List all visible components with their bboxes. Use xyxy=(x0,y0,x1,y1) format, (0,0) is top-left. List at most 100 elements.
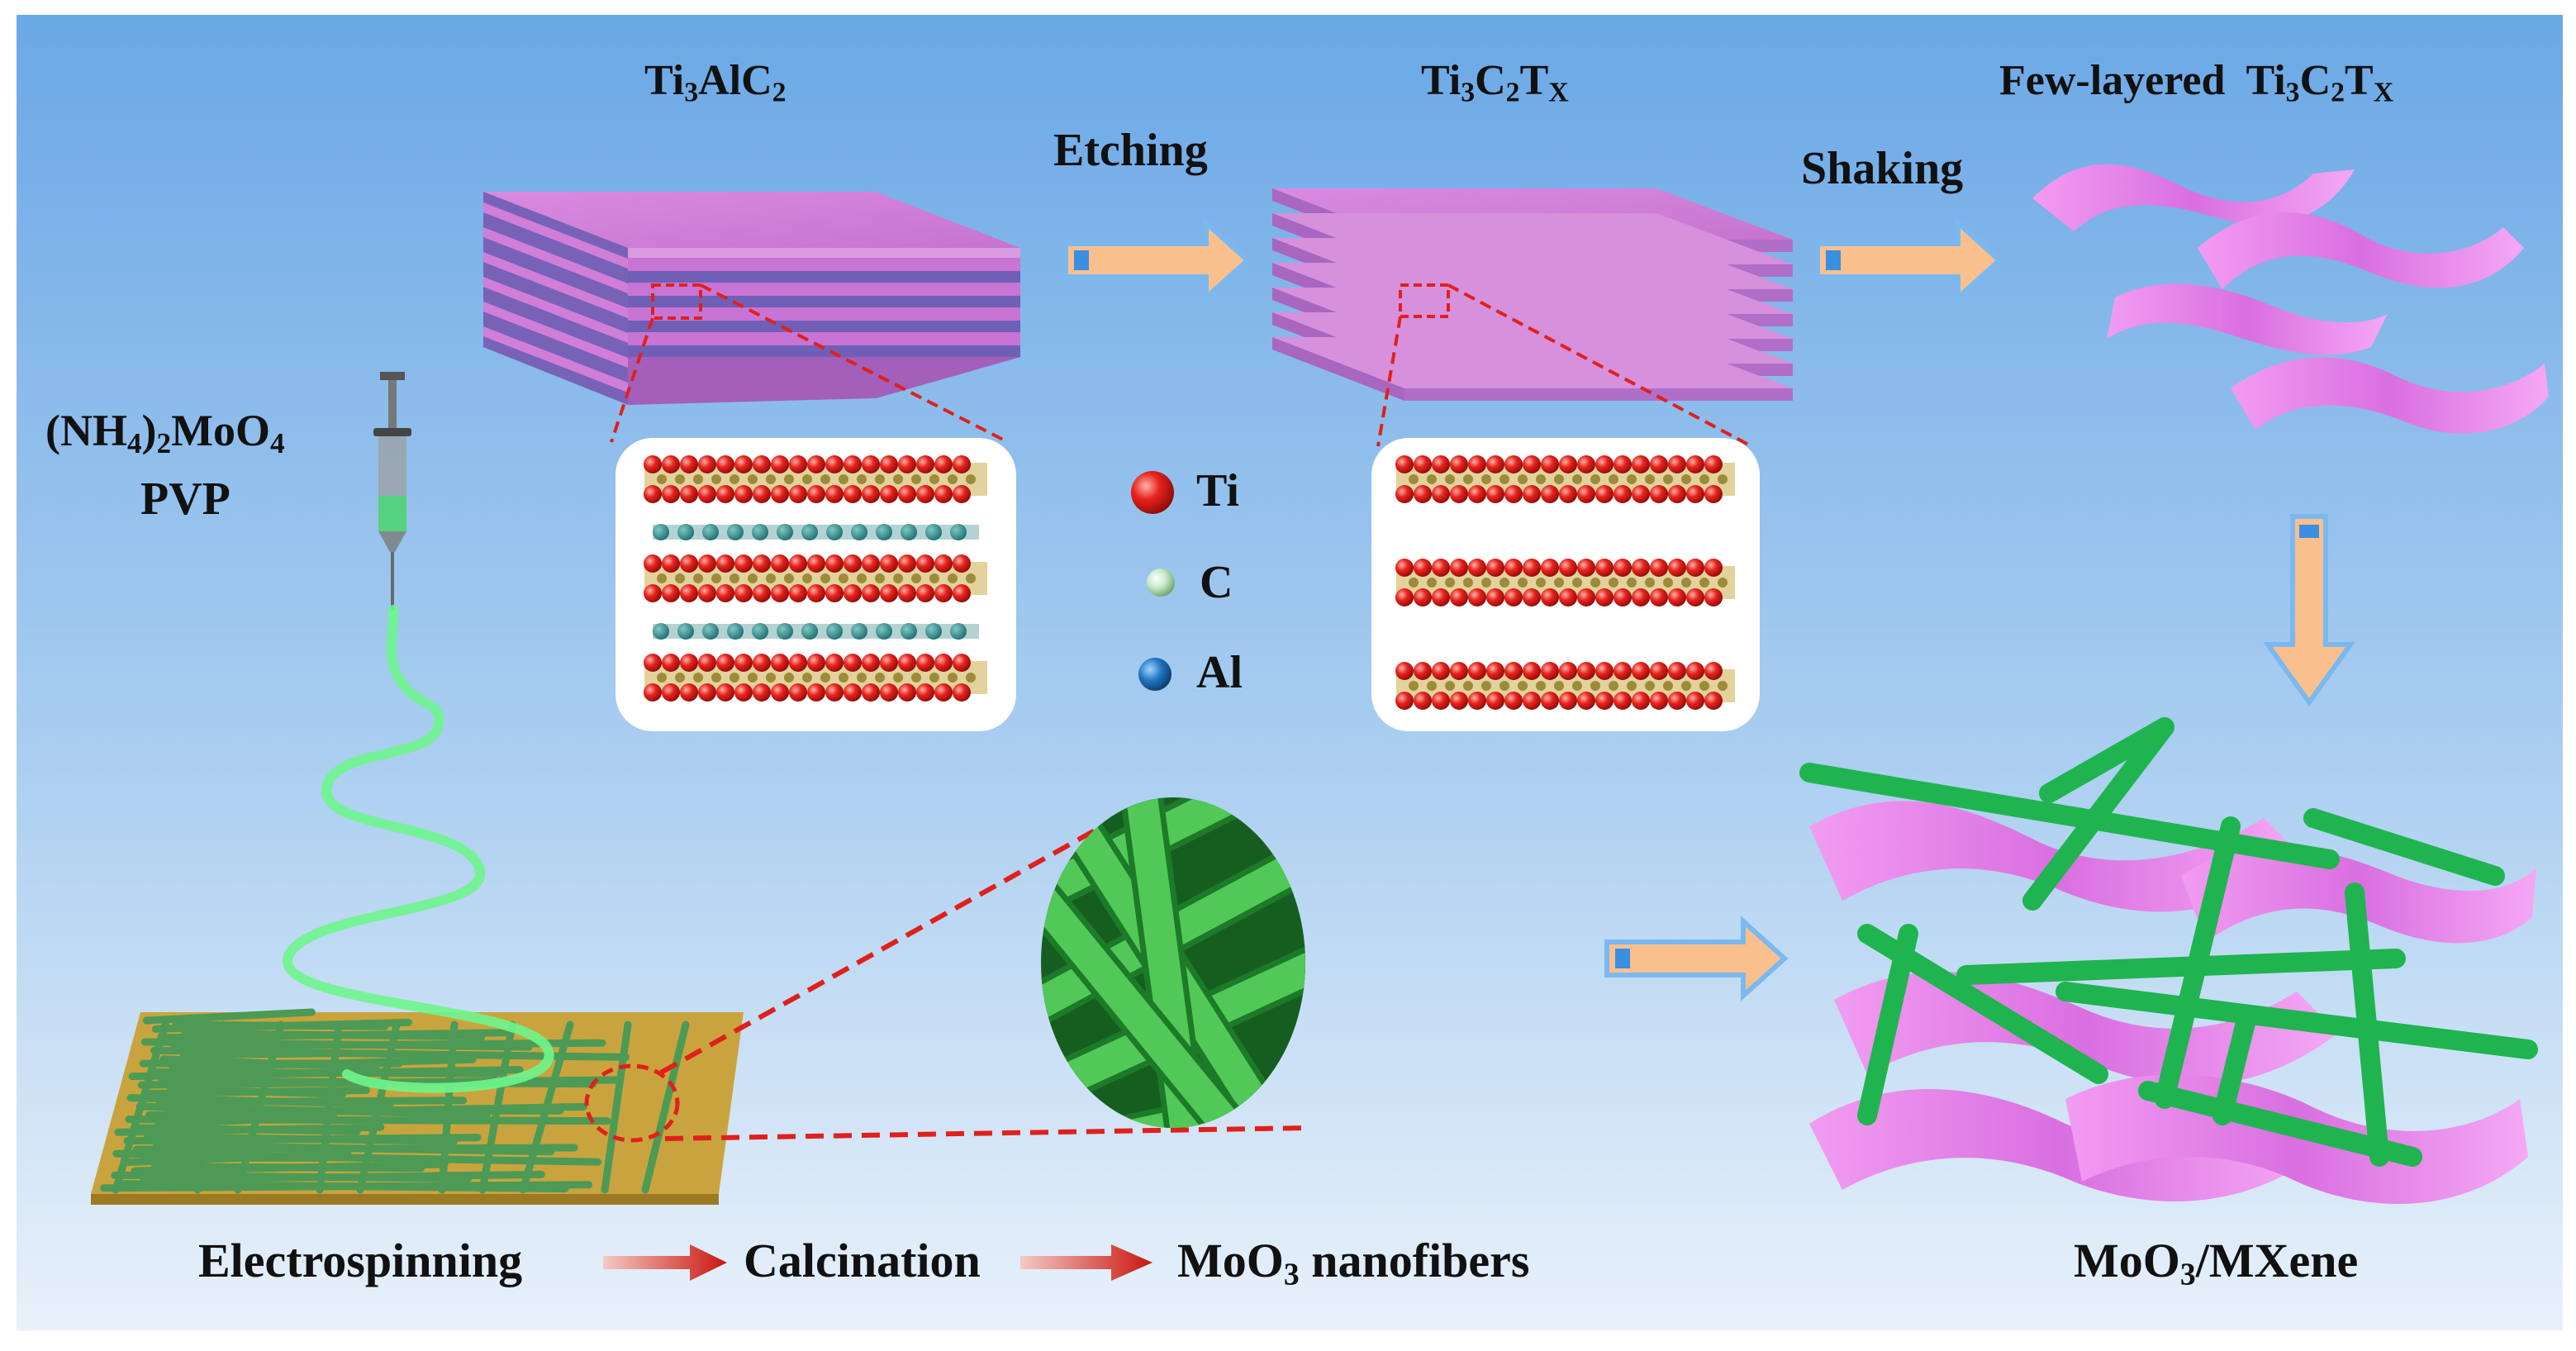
ti-atom xyxy=(844,654,862,672)
ti-atom xyxy=(916,485,934,503)
ti-atom xyxy=(1541,588,1559,607)
ti-atom xyxy=(771,554,789,573)
fiber xyxy=(114,1123,385,1136)
al-atom xyxy=(826,524,843,540)
shaking-label: Shaking xyxy=(1801,143,1964,194)
ti-atom xyxy=(953,554,971,573)
ti-atom xyxy=(1395,588,1414,607)
c-atom xyxy=(1463,578,1473,587)
ti-atom xyxy=(844,455,862,473)
ti-atom xyxy=(1541,559,1559,577)
ti-atom xyxy=(716,554,734,573)
ti-atom xyxy=(662,554,680,573)
c-atom xyxy=(675,474,685,484)
ti-atom xyxy=(1559,559,1577,577)
ti-atom xyxy=(1395,485,1414,503)
ti-atom xyxy=(1650,662,1668,680)
ti-atom xyxy=(789,584,807,602)
ti-atom xyxy=(898,654,916,672)
fiber xyxy=(128,1066,524,1081)
c-atom xyxy=(857,474,867,484)
ti-atom xyxy=(1595,692,1614,710)
c-atom xyxy=(1518,681,1528,691)
ti-atom xyxy=(1632,588,1650,607)
c-atom xyxy=(1572,681,1582,691)
c-atom xyxy=(730,474,739,484)
c-atom xyxy=(1699,681,1709,691)
ti-atom xyxy=(1486,455,1504,473)
ti-atom xyxy=(1450,485,1468,503)
ti-atom xyxy=(807,485,825,503)
al-atom xyxy=(851,524,867,540)
al-atom xyxy=(653,623,669,640)
ti-atom xyxy=(1614,692,1632,710)
ti-atom xyxy=(1541,455,1559,473)
ti-atom xyxy=(934,584,953,602)
ti-atom xyxy=(1468,455,1486,473)
ti3c2tx-label: Ti3C2TX xyxy=(1421,57,1569,108)
c-atom xyxy=(1463,474,1473,484)
al-atom xyxy=(702,623,719,640)
c-atom xyxy=(1609,474,1618,484)
ti-atom xyxy=(644,485,662,503)
c-atom xyxy=(1681,681,1691,691)
c-atom xyxy=(675,673,685,683)
c-atom xyxy=(1609,578,1618,587)
ti-atom xyxy=(934,654,953,672)
ti-atom xyxy=(644,654,662,672)
fiber xyxy=(641,1020,690,1194)
c-atom xyxy=(730,673,739,683)
ti-atom xyxy=(753,683,771,702)
ti-atom xyxy=(898,554,916,573)
ti-atom xyxy=(1559,485,1577,503)
ti-atom xyxy=(771,485,789,503)
ti-atom xyxy=(716,455,734,473)
ti-atom xyxy=(934,455,953,473)
al-atom xyxy=(950,623,967,640)
al-atom xyxy=(727,524,744,540)
al-atom xyxy=(901,623,917,640)
fiber xyxy=(131,1160,449,1175)
ti-atom xyxy=(698,584,716,602)
ti-atom xyxy=(1668,455,1686,473)
few-layered-label: Few-layered Ti3C2TX xyxy=(1999,57,2394,108)
c-atom xyxy=(857,673,867,683)
al-atom xyxy=(677,623,694,640)
c-atom xyxy=(1427,681,1437,691)
ti-atom xyxy=(916,683,934,702)
ti-atom xyxy=(1523,692,1541,710)
ti-atom xyxy=(734,584,753,602)
ti-atom xyxy=(1395,559,1414,577)
c-atom xyxy=(1518,578,1528,587)
c-atom xyxy=(1445,578,1455,587)
c-atom xyxy=(802,673,812,683)
ti-atom xyxy=(644,554,662,573)
c-atom xyxy=(1663,681,1673,691)
down-arrow-icon xyxy=(2263,514,2355,707)
c-atom xyxy=(893,573,903,583)
c-atom xyxy=(748,573,758,583)
c-atom xyxy=(1409,578,1419,587)
ti-atom xyxy=(862,654,880,672)
c-atom xyxy=(802,474,812,484)
moo3-nanofibers-label: MoO3 nanofibers xyxy=(1177,1234,1530,1292)
c-atom xyxy=(657,474,667,484)
fiber xyxy=(316,1020,343,1194)
c-atom xyxy=(1627,474,1637,484)
al-atom xyxy=(801,524,818,540)
ti-atom xyxy=(807,584,825,602)
ti-atom xyxy=(880,554,898,573)
c-atom xyxy=(948,474,958,484)
c-atom xyxy=(948,673,958,683)
c-atom xyxy=(748,474,758,484)
ti-atom xyxy=(1504,455,1523,473)
ti3alc2-stack xyxy=(483,192,1020,405)
ti-atom xyxy=(644,584,662,602)
ti-atom xyxy=(1668,559,1686,577)
ti-atom xyxy=(1704,662,1723,680)
ti-atom xyxy=(934,554,953,573)
ti-atom xyxy=(1468,559,1486,577)
c-atom xyxy=(1627,578,1637,587)
c-atom xyxy=(693,573,703,583)
ti-atom xyxy=(1450,455,1468,473)
